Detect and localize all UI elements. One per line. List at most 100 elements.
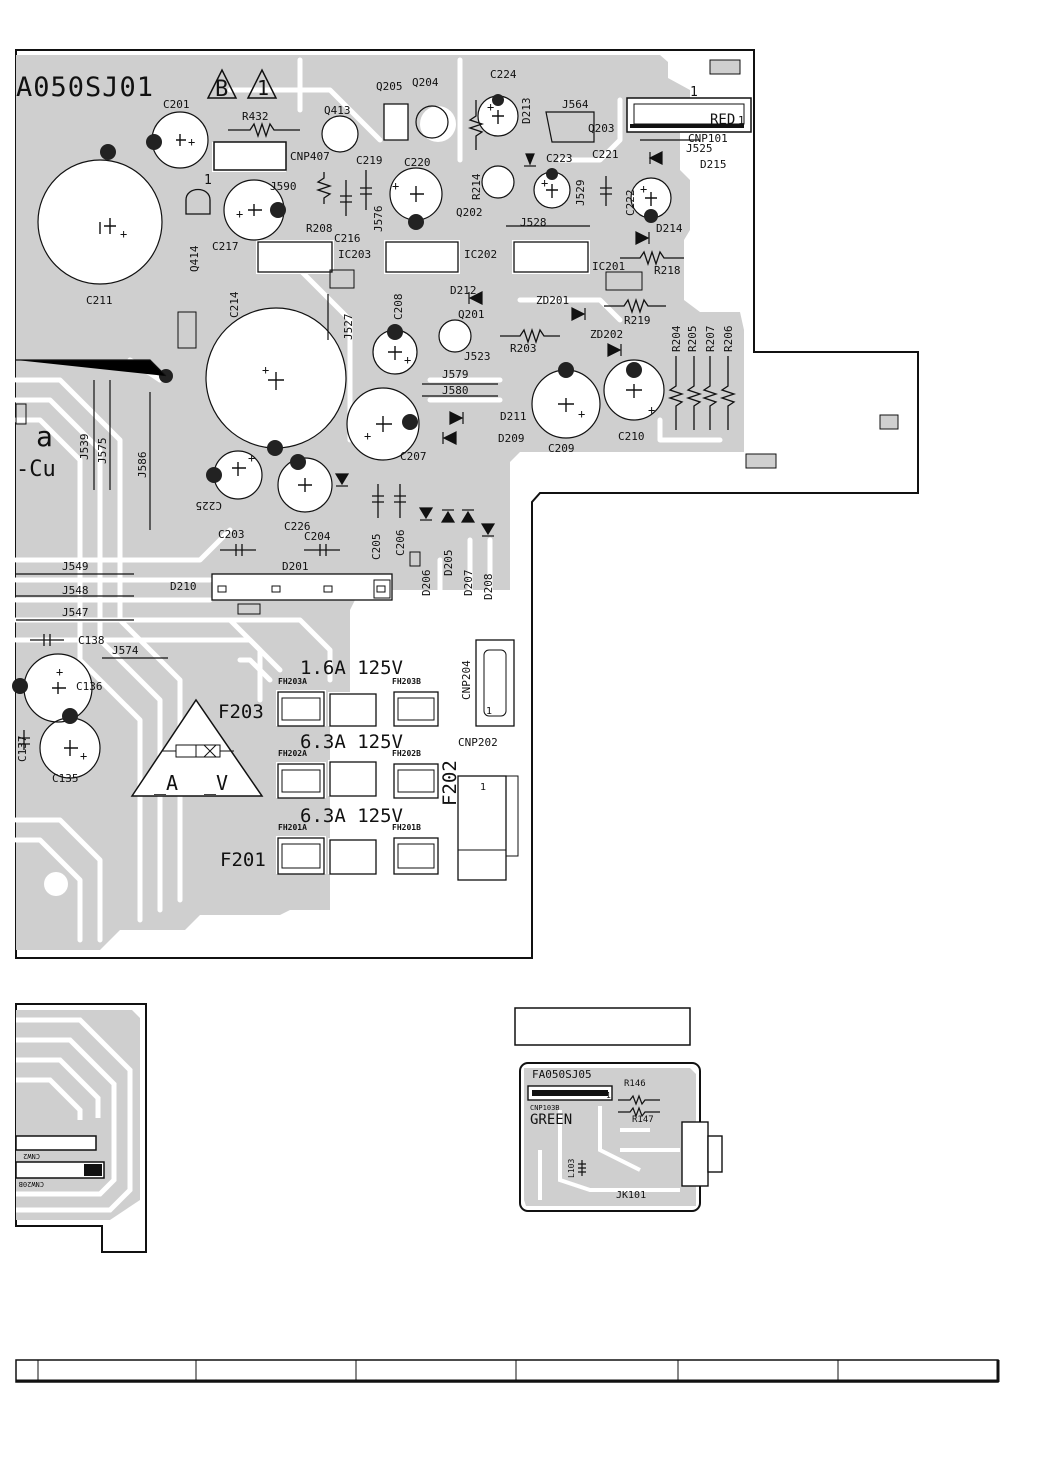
svg-text:+: + <box>120 227 127 241</box>
pad <box>237 603 261 615</box>
main-board-mark: B <box>215 77 228 102</box>
label-q205: Q205 <box>376 80 403 93</box>
svg-text:1: 1 <box>486 706 492 717</box>
svg-text:+: + <box>364 429 371 443</box>
label-c136: C136 <box>76 680 103 693</box>
label-f202: F202 <box>439 760 461 806</box>
fuse-holders <box>277 691 439 875</box>
cnp407-pin1: 1 <box>204 173 212 188</box>
label-c210: C210 <box>618 430 645 443</box>
left-board-cnw-a: CNW2 <box>23 1152 40 1160</box>
pad <box>709 59 741 75</box>
label-r207: R207 <box>704 326 717 353</box>
label-c205: C205 <box>370 534 383 561</box>
svg-text:+: + <box>487 100 494 114</box>
ic-bodies <box>257 241 589 273</box>
fuse-ratings: 1.6A 125V 6.3A 125V 6.3A 125V F203 F201 … <box>218 657 461 871</box>
label-r203: R203 <box>510 342 537 355</box>
svg-text:+: + <box>578 407 585 421</box>
left-board-cnw-b: CNW20B <box>19 1180 44 1188</box>
label-fh203a: FH203A <box>278 677 307 686</box>
warning-triangle-1-icon <box>246 68 278 99</box>
fuse-warning-triangle: _A _V <box>130 698 264 797</box>
cnp202-connector: 1 <box>457 775 519 881</box>
resistors <box>228 100 737 430</box>
svg-text:+: + <box>541 176 548 190</box>
label-fh203b: FH203B <box>392 677 421 686</box>
sub-board-jk: JK101 <box>616 1190 646 1201</box>
cnp101-pin1: 1 <box>690 85 698 100</box>
label-ic203: IC203 <box>338 248 371 261</box>
label-j574: J574 <box>112 644 139 657</box>
label-q414: Q414 <box>188 245 201 272</box>
label-c216: C216 <box>334 232 361 245</box>
svg-text:+: + <box>248 451 255 465</box>
label-c207: C207 <box>400 450 427 463</box>
sub-board-r147: R147 <box>632 1115 654 1125</box>
label-d209: D209 <box>498 432 525 445</box>
label-d211: D211 <box>500 410 527 423</box>
svg-text:+: + <box>392 179 399 193</box>
label-j564: J564 <box>562 98 589 111</box>
label-j549: J549 <box>62 560 89 573</box>
left-side-mark-cu: -Cu <box>16 457 56 482</box>
label-r214: R214 <box>470 173 483 200</box>
label-ic202: IC202 <box>464 248 497 261</box>
label-c226: C226 <box>284 520 311 533</box>
label-j579: J579 <box>442 368 469 381</box>
pad <box>879 414 899 430</box>
cnp204-connector: 1 <box>475 639 515 727</box>
label-f203: F203 <box>218 701 264 723</box>
label-c209: C209 <box>548 442 575 455</box>
label-f201: F201 <box>220 849 266 871</box>
label-r219: R219 <box>624 314 651 327</box>
label-c208: C208 <box>392 294 405 321</box>
sub-board-color: GREEN <box>530 1112 572 1128</box>
label-r205: R205 <box>686 326 699 353</box>
label-c224: C224 <box>490 68 517 81</box>
cnp101-red-pin: 1 <box>738 114 745 127</box>
cap-symbols <box>52 110 657 756</box>
label-c225: C225 <box>196 499 223 512</box>
label-cnp101: CNP101 <box>688 132 728 145</box>
bottom-table <box>15 1359 1000 1383</box>
label-j525: J525 <box>686 142 713 155</box>
label-c201: C201 <box>163 98 190 111</box>
label-j575: J575 <box>96 438 109 465</box>
label-r208: R208 <box>306 222 333 235</box>
label-fh202a: FH202A <box>278 749 307 758</box>
label-fh201b: FH201B <box>392 823 421 832</box>
label-d208: D208 <box>482 574 495 601</box>
svg-text:+: + <box>56 665 63 679</box>
label-d212: D212 <box>450 284 477 297</box>
component-labels: Q205 Q204 C224 C201 R432 Q413 J564 Q203 … <box>52 68 728 785</box>
label-d213: D213 <box>520 98 533 125</box>
fuse-f203-rating: 1.6A 125V <box>300 657 403 679</box>
label-c217: C217 <box>212 240 239 253</box>
label-j527: J527 <box>342 314 355 341</box>
svg-text:+: + <box>236 207 243 221</box>
diodes <box>334 151 663 537</box>
label-r432: R432 <box>242 110 269 123</box>
label-j548: J548 <box>62 584 89 597</box>
label-d215: D215 <box>700 158 727 171</box>
label-r218: R218 <box>654 264 681 277</box>
pad <box>605 271 643 291</box>
pad <box>177 311 197 349</box>
svg-text:+: + <box>188 135 195 149</box>
blank-label-box <box>514 1007 691 1046</box>
cnp101-red: RED <box>710 112 735 128</box>
label-cnp407: CNP407 <box>290 150 330 163</box>
label-j539: J539 <box>78 434 91 461</box>
label-j529: J529 <box>574 180 587 207</box>
label-d205: D205 <box>442 550 455 577</box>
pad <box>409 551 421 567</box>
label-cnp204: CNP204 <box>460 660 473 700</box>
svg-text:+: + <box>80 749 87 763</box>
label-fh201a: FH201A <box>278 823 307 832</box>
main-board-warn: 1 <box>257 76 269 100</box>
pad <box>329 269 355 289</box>
component-labels-vertical: D213 R214 J529 C222 J576 Q414 C214 C208 … <box>16 98 735 763</box>
sub-board-pin1: 1 <box>606 1091 611 1100</box>
